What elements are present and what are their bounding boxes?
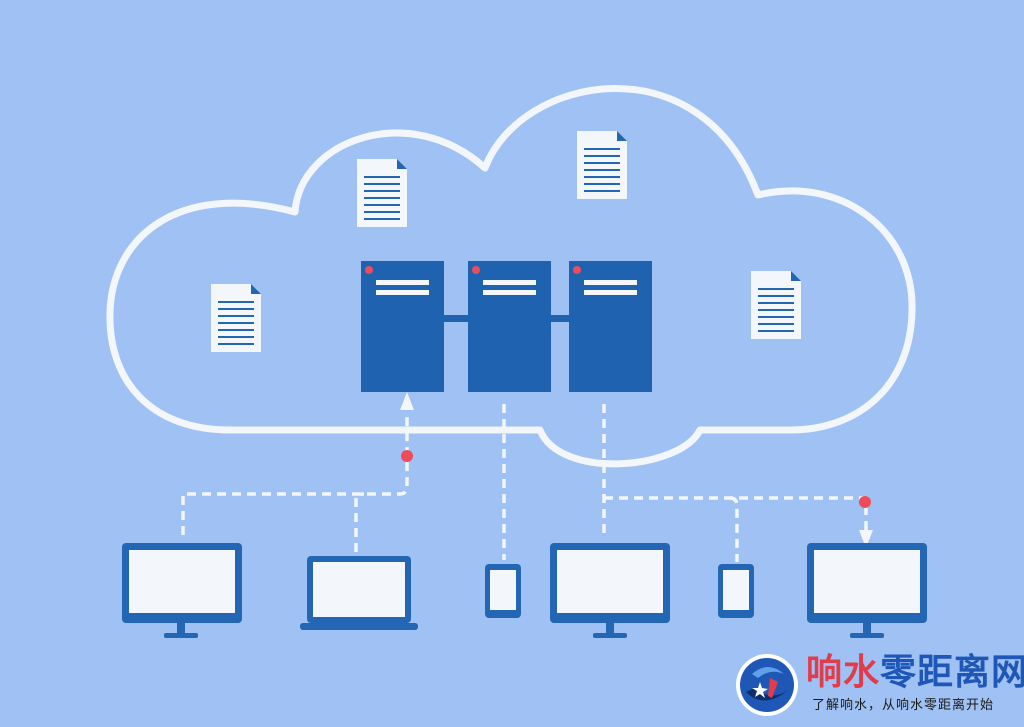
server-3 xyxy=(569,261,652,392)
desktop-monitor-2 xyxy=(550,543,670,638)
cloud-outline xyxy=(106,85,916,468)
server-status-indicator xyxy=(365,266,373,274)
server-status-indicator xyxy=(472,266,480,274)
site-watermark: 响水零距离网 了解响水，从响水零距离开始 xyxy=(734,652,1024,722)
desktop-monitor-3 xyxy=(807,543,927,638)
document-icon xyxy=(211,284,261,352)
arrow-down-icon xyxy=(859,530,873,548)
site-logo-subtitle: 了解响水，从响水零距离开始 xyxy=(812,698,995,713)
server-1 xyxy=(361,261,444,392)
server-2 xyxy=(468,261,551,392)
connector-path xyxy=(729,496,739,562)
connection-node xyxy=(859,496,871,508)
server-status-indicator xyxy=(573,266,581,274)
tablet-2 xyxy=(718,564,754,618)
connector-path xyxy=(181,412,409,535)
arrow-up-icon xyxy=(400,392,414,410)
server-link-1 xyxy=(440,315,472,322)
laptop-1 xyxy=(300,556,418,630)
desktop-monitor-1 xyxy=(122,543,242,638)
connection-node xyxy=(401,450,413,462)
tablet-1 xyxy=(485,564,521,618)
document-icon xyxy=(751,271,801,339)
site-logo-title: 响水零距离网 xyxy=(806,652,1024,692)
site-logo-icon xyxy=(736,654,798,716)
document-icon xyxy=(357,159,407,227)
document-icon xyxy=(577,131,627,199)
server-link-2 xyxy=(548,315,572,322)
connector-path xyxy=(354,492,365,552)
site-logo-title-part2: 零距离网 xyxy=(880,651,1024,693)
site-logo-title-part1: 响水 xyxy=(806,651,881,693)
